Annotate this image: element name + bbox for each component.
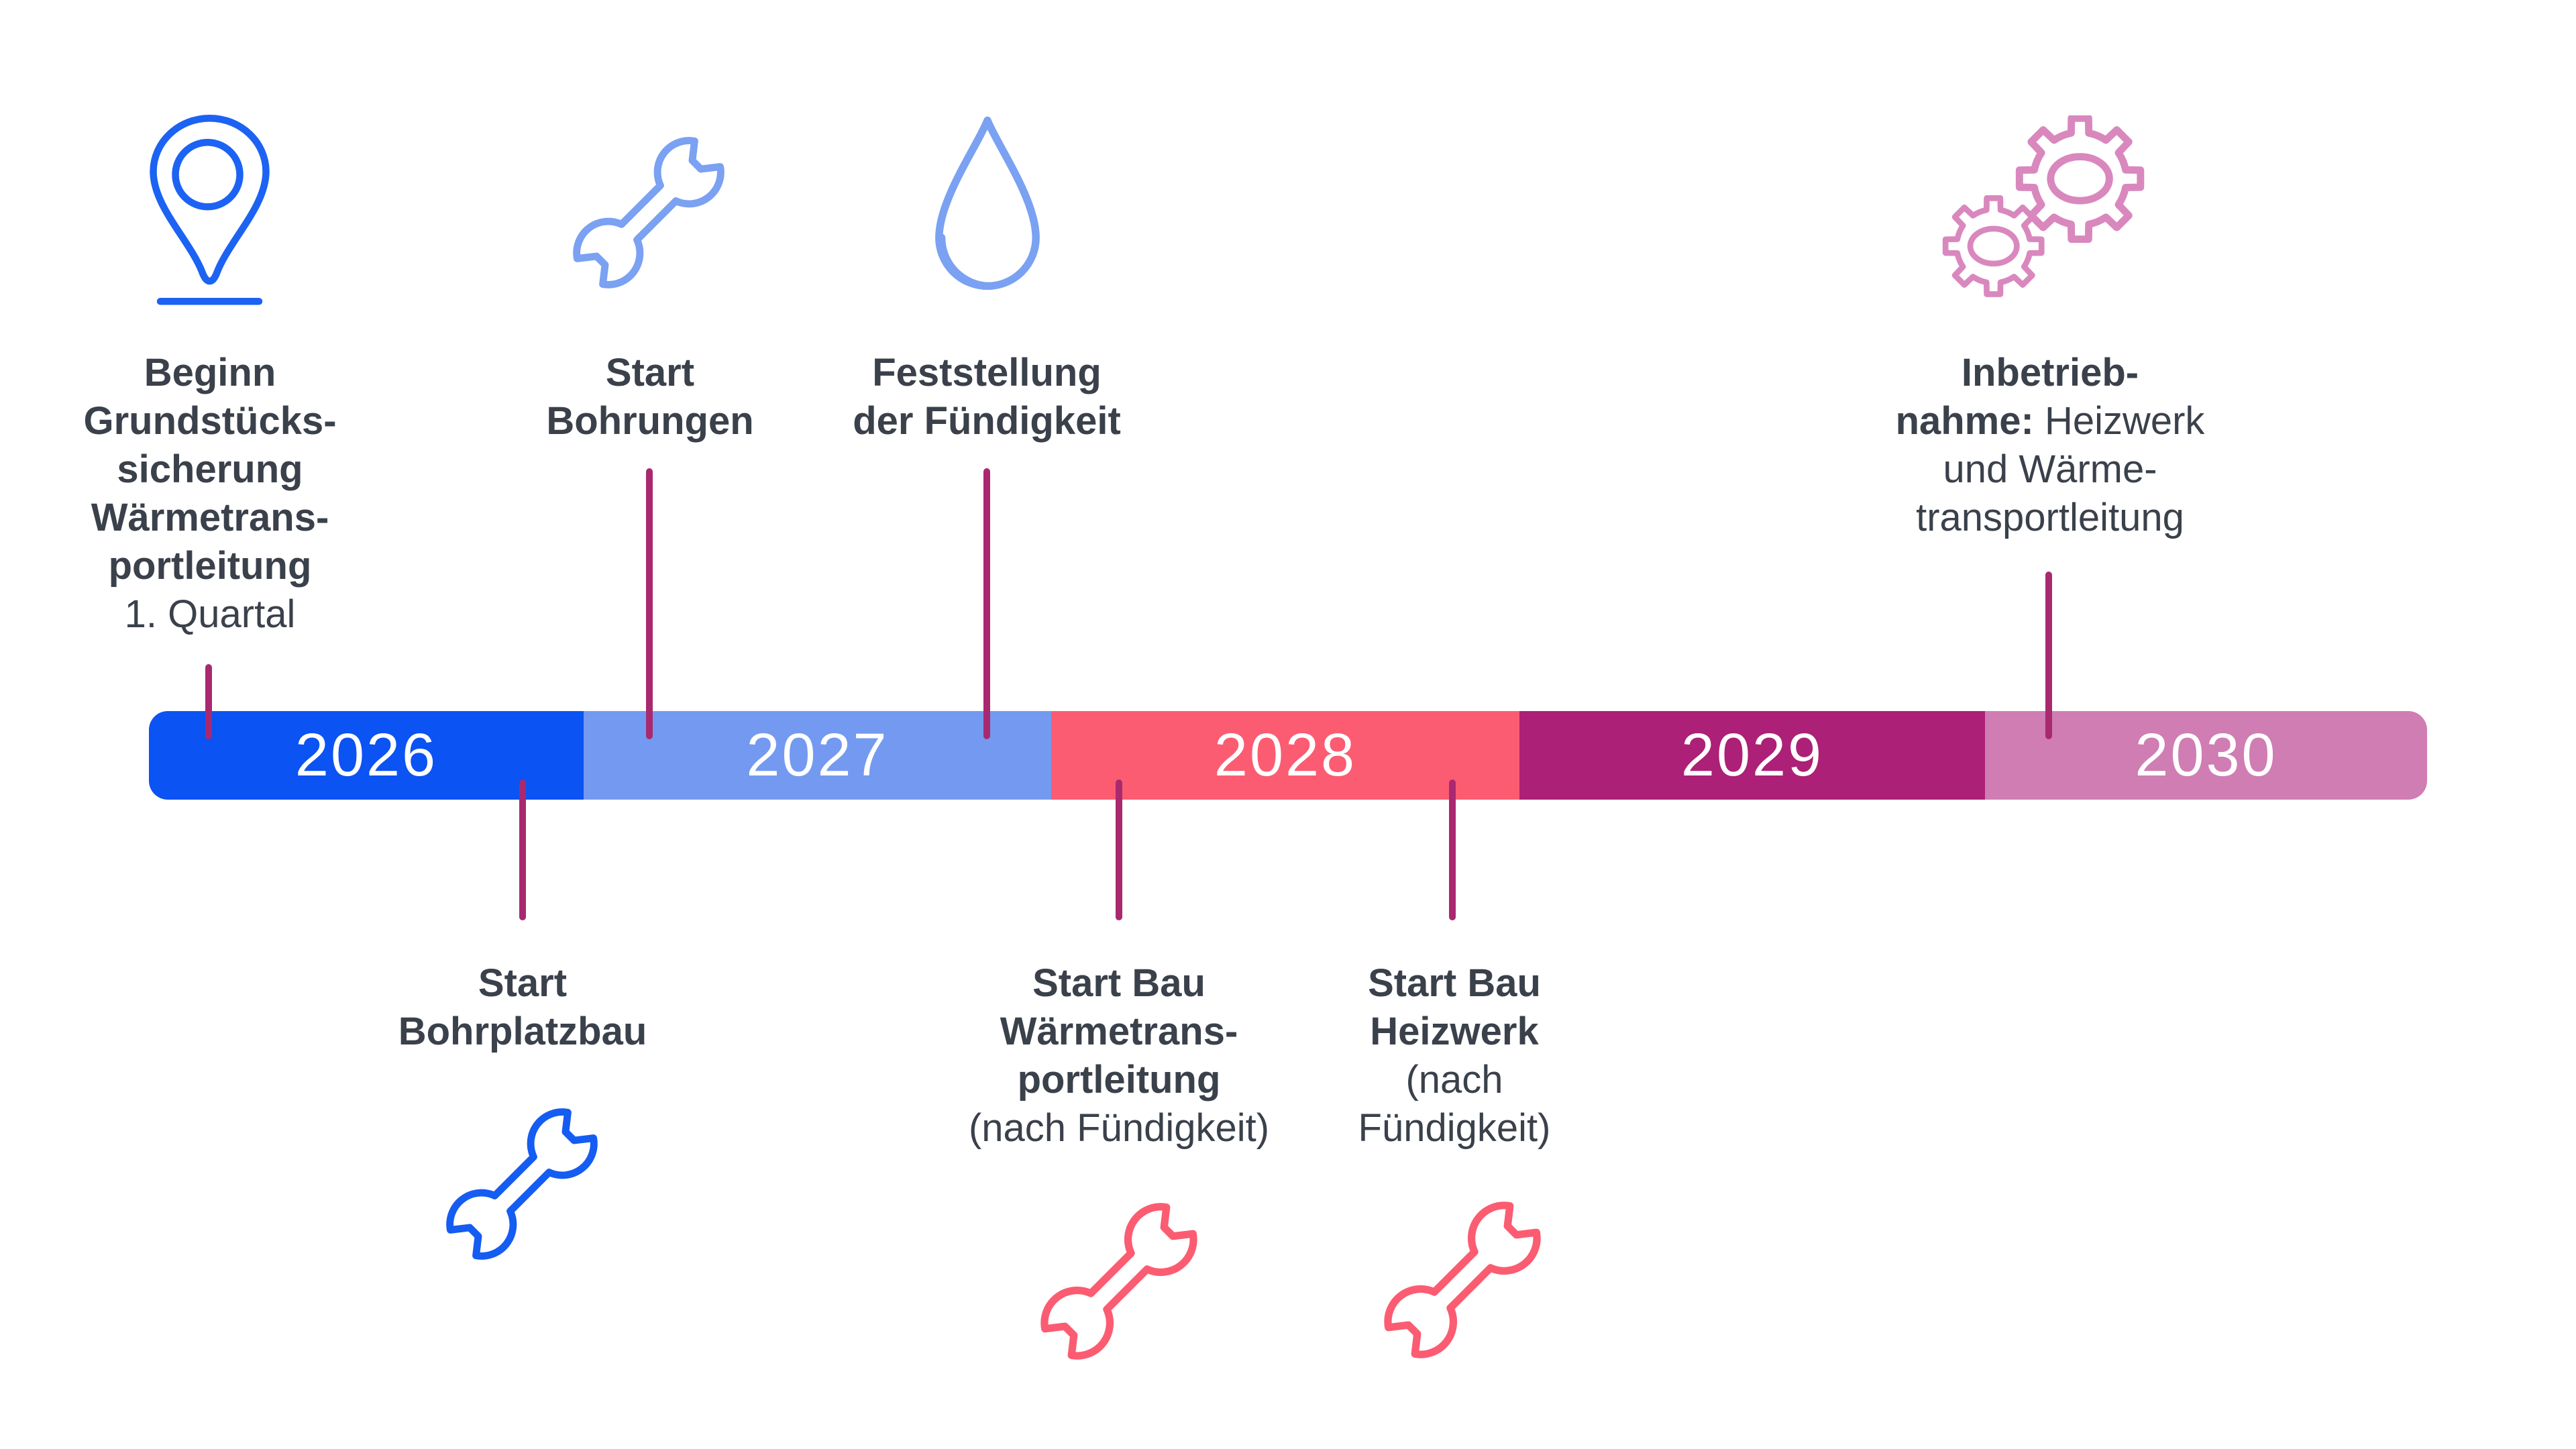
label-line: Bohrplatzbau	[398, 1010, 647, 1053]
heizwerk-wrench-icon-svg	[1362, 1179, 1563, 1381]
label-line: Feststellung	[872, 351, 1102, 394]
milestone-label-start-bohrungen: Start Bohrungen	[516, 349, 784, 445]
milestone-label-grundstueckssicherung: Beginn Grundstücks- sicherung Wärmetrans…	[62, 349, 358, 639]
label-line: 1. Quartal	[124, 592, 296, 636]
gears-icon	[1939, 115, 2160, 305]
connector-line	[646, 468, 653, 739]
year-label: 2028	[1214, 721, 1357, 789]
connector-line	[205, 664, 212, 739]
label-line: Start Bau	[1368, 961, 1541, 1005]
timeline-segment-2030: 2030	[1985, 711, 2427, 800]
label-line: Bohrungen	[546, 399, 754, 443]
timeline-segment-2026: 2026	[149, 711, 584, 800]
timeline-bar: 2026 2027 2028 2029 2030	[149, 711, 2427, 800]
label-line: transportleitung	[1916, 496, 2184, 539]
milestone-label-bau-waermetransportleitung: Start Bau Wärmetrans- portleitung (nach …	[945, 959, 1293, 1152]
label-line: Wärmetrans-	[1000, 1010, 1238, 1053]
label-line: Start	[605, 351, 695, 394]
timeline-segment-2029: 2029	[1519, 711, 1985, 800]
label-line: Grundstücks-	[83, 399, 337, 443]
gears-icon-svg	[1939, 115, 2160, 305]
connector-line	[2045, 572, 2052, 739]
bohrplatzbau-wrench-icon-svg	[425, 1087, 619, 1281]
label-line: Inbetrieb-	[1961, 351, 2139, 394]
waermetransportleitung-wrench-icon	[1018, 1181, 1220, 1382]
waermetransportleitung-wrench-icon-svg	[1018, 1181, 1220, 1382]
water-drop-icon	[924, 113, 1051, 305]
connector-line	[1449, 780, 1456, 920]
milestone-label-feststellung-fuendigkeit: Feststellung der Fündigkeit	[833, 349, 1141, 445]
year-label: 2026	[294, 721, 438, 789]
label-line: Fündigkeit)	[1358, 1106, 1551, 1150]
year-label: 2029	[1680, 721, 1824, 789]
connector-line	[519, 780, 526, 920]
year-label: 2027	[746, 721, 889, 789]
label-line: portleitung	[1017, 1058, 1221, 1102]
connector-line	[1116, 780, 1122, 920]
label-line: (nach Fündigkeit)	[968, 1106, 1270, 1150]
label-line: und Wärme-	[1943, 447, 2157, 491]
label-line: sicherung	[117, 447, 303, 491]
year-label: 2030	[2135, 721, 2277, 789]
label-line: Wärmetrans-	[91, 496, 329, 539]
label-segment-regular: Heizwerk	[2033, 399, 2205, 443]
label-line: Start	[478, 961, 568, 1005]
timeline-segment-2027: 2027	[584, 711, 1051, 800]
bohrplatzbau-wrench-icon	[425, 1087, 619, 1281]
label-line: Beginn	[144, 351, 276, 394]
label-line: nahme: Heizwerk	[1876, 397, 2224, 445]
location-pin-icon-svg	[150, 115, 270, 305]
timeline-segment-2028: 2028	[1051, 711, 1519, 800]
label-line: Start Bau	[1032, 961, 1205, 1005]
milestone-label-inbetriebnahme: Inbetrieb- nahme: Heizwerk und Wärme- tr…	[1876, 349, 2224, 542]
label-line: portleitung	[108, 544, 312, 588]
label-segment-bold: nahme:	[1895, 399, 2034, 443]
location-pin-icon	[144, 114, 275, 309]
heizwerk-wrench-icon	[1362, 1179, 1563, 1381]
milestone-label-bau-heizwerk: Start Bau Heizwerk (nach Fündigkeit)	[1340, 959, 1568, 1152]
drilling-wrench-icon	[551, 115, 746, 310]
label-line: Heizwerk	[1370, 1010, 1539, 1053]
drilling-wrench-icon-svg	[551, 115, 746, 310]
milestone-label-bohrplatzbau: Start Bohrplatzbau	[375, 959, 670, 1056]
connector-line	[983, 468, 990, 739]
label-line: (nach	[1405, 1058, 1503, 1102]
water-drop-icon-svg	[935, 116, 1040, 290]
label-line: der Fündigkeit	[853, 399, 1121, 443]
